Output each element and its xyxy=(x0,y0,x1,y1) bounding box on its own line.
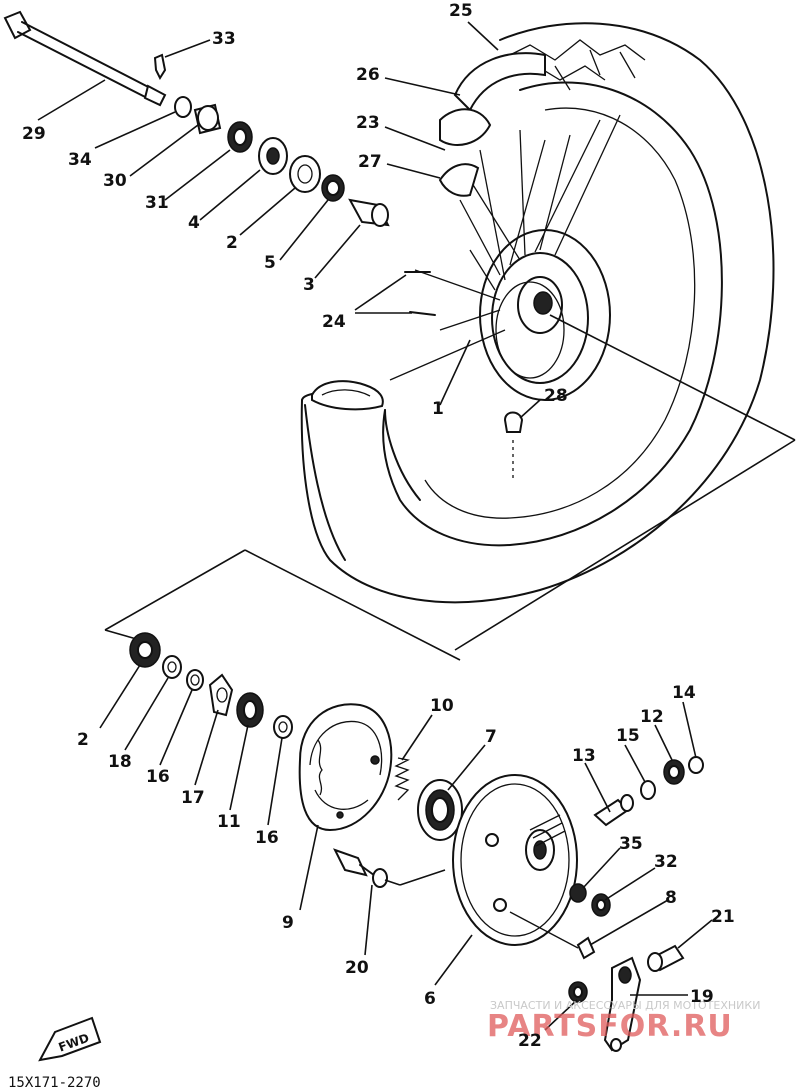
callout-15: 15 xyxy=(616,726,640,746)
callout-31: 31 xyxy=(145,193,169,213)
spacer-30 xyxy=(193,103,222,135)
callout-2-upper: 2 xyxy=(226,233,238,253)
upper-leader-lines xyxy=(37,21,796,651)
callout-14: 14 xyxy=(672,683,696,703)
callout-13: 13 xyxy=(572,746,596,766)
collar-34 xyxy=(174,96,192,118)
brake-panel-6 xyxy=(452,774,578,946)
axle-29 xyxy=(3,10,167,107)
watermark-tagline: ЗАПЧАСТИ И АКСЕССУАРЫ ДЛЯ МОТОТЕХНИКИ xyxy=(490,999,760,1012)
callout-19: 19 xyxy=(690,987,714,1007)
spacer-3 xyxy=(348,198,390,227)
callout-10: 10 xyxy=(430,696,454,716)
callout-4: 4 xyxy=(188,213,200,233)
washer-15 xyxy=(640,780,656,800)
washer-35 xyxy=(569,883,587,903)
callout-labels: 25 26 23 27 33 29 34 30 31 4 2 5 3 24 1 … xyxy=(22,1,735,1051)
spring-10 xyxy=(394,757,410,801)
cam-lever-19 xyxy=(603,956,642,1052)
callout-29: 29 xyxy=(22,124,46,144)
callout-34: 34 xyxy=(68,150,92,170)
watermark: ЗАПЧАСТИ И АКСЕССУАРЫ ДЛЯ МОТОТЕХНИКИ PA… xyxy=(487,999,760,1044)
callout-17: 17 xyxy=(181,788,205,808)
washer-16-right xyxy=(273,715,293,739)
fwd-arrow: FWD xyxy=(38,1016,102,1062)
plate-17 xyxy=(208,673,234,717)
callout-25: 25 xyxy=(449,1,473,21)
callout-18: 18 xyxy=(108,752,132,772)
indicator-8 xyxy=(576,936,596,960)
callout-22: 22 xyxy=(518,1031,542,1051)
washer-18 xyxy=(162,655,182,679)
callout-11: 11 xyxy=(217,812,241,832)
callout-3: 3 xyxy=(303,275,315,295)
callout-30: 30 xyxy=(103,171,127,191)
cap-14 xyxy=(688,756,704,774)
wheel-assembly xyxy=(300,22,775,604)
cotter-pin-33 xyxy=(153,53,167,81)
callout-27: 27 xyxy=(358,152,382,172)
bolt-13 xyxy=(593,794,634,827)
oil-seal-7 xyxy=(417,779,463,841)
callout-9: 9 xyxy=(282,913,294,933)
callout-16-left: 16 xyxy=(146,767,170,787)
callout-2-lower: 2 xyxy=(77,730,89,750)
callout-12: 12 xyxy=(640,707,664,727)
callout-5: 5 xyxy=(264,253,276,273)
bearing-2-upper xyxy=(289,155,321,193)
watermark-brand: PARTSFOR.RU xyxy=(487,1009,733,1044)
callout-23: 23 xyxy=(356,113,380,133)
bolt-21 xyxy=(647,944,685,972)
callout-32: 32 xyxy=(654,852,678,872)
callout-26: 26 xyxy=(356,65,380,85)
washer-16-left xyxy=(186,669,204,691)
callout-28: 28 xyxy=(544,386,568,406)
camshaft-20 xyxy=(333,848,446,888)
callout-6: 6 xyxy=(424,989,436,1009)
lower-leader-lines xyxy=(99,664,713,1031)
diagram-code: 15X171-2270 xyxy=(8,1075,101,1091)
callout-16-right: 16 xyxy=(255,828,279,848)
callout-35: 35 xyxy=(619,834,643,854)
brake-shoes-9 xyxy=(298,703,393,832)
callout-33: 33 xyxy=(212,29,236,49)
callout-7: 7 xyxy=(485,727,497,747)
callout-21: 21 xyxy=(711,907,735,927)
callout-8: 8 xyxy=(665,888,677,908)
callout-20: 20 xyxy=(345,958,369,978)
callout-24: 24 xyxy=(322,312,346,332)
callout-1: 1 xyxy=(432,399,444,419)
